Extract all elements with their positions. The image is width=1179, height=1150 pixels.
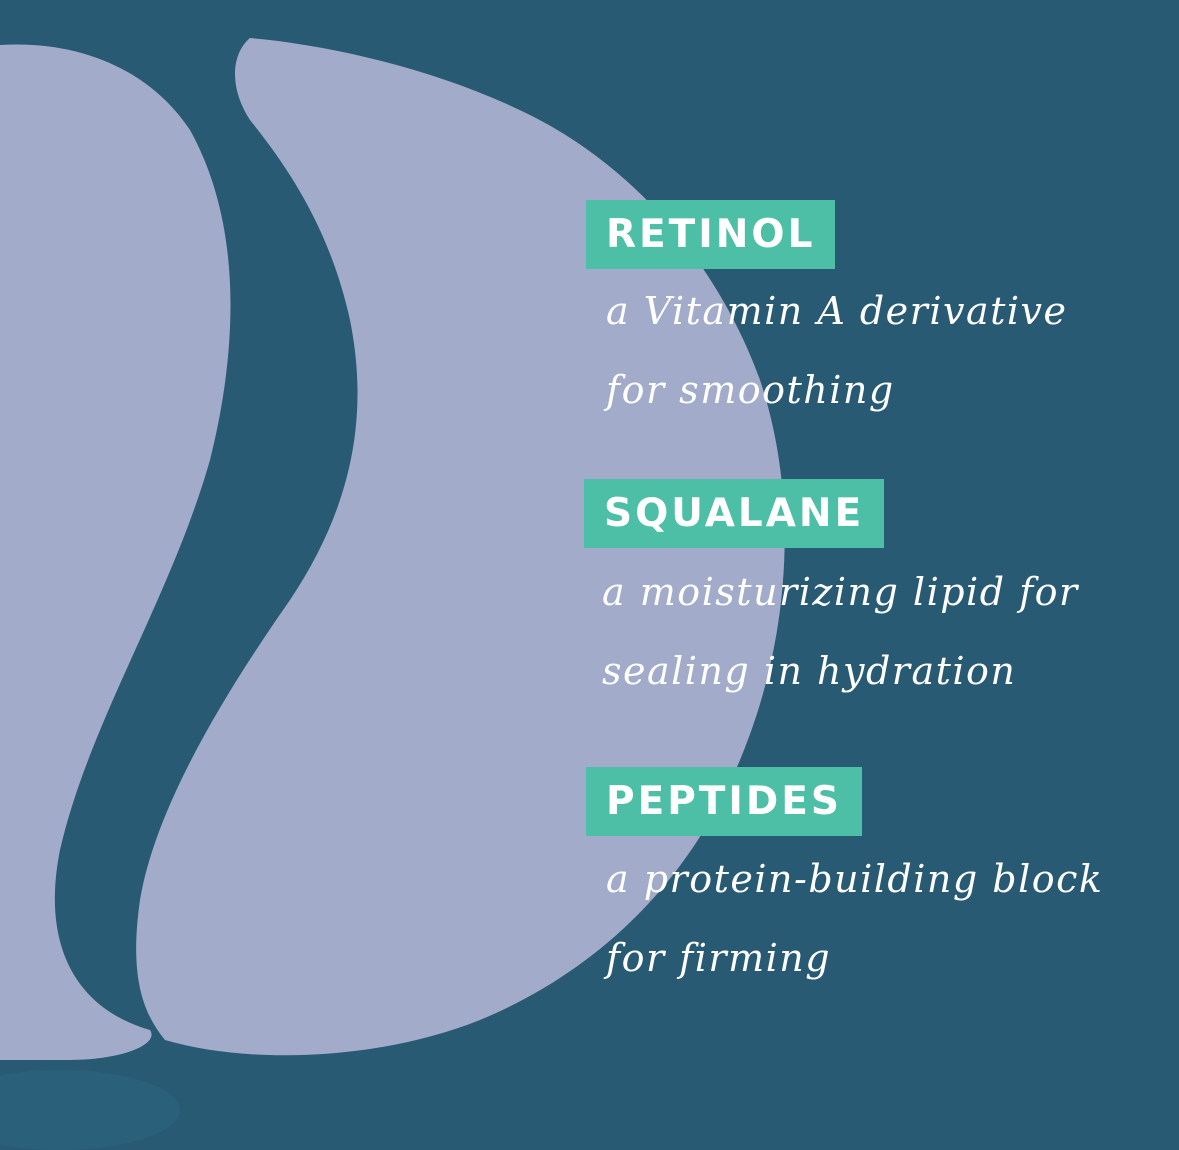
squalane-description-line-1: a moisturizing lipid for (602, 570, 1079, 614)
left-eye-patch (0, 44, 231, 1060)
retinol-description: a Vitamin A derivative for smoothing (606, 272, 1176, 430)
retinol-label: RETINOL (586, 200, 836, 269)
retinol-description-line-1: a Vitamin A derivative (606, 289, 1068, 333)
peptides-label: PEPTIDES (586, 767, 863, 836)
peptides-description: a protein-building block for firming (606, 840, 1176, 998)
retinol-description-line-2: for smoothing (606, 368, 895, 412)
peptides-description-line-2: for firming (606, 936, 832, 980)
squalane-label: SQUALANE (584, 479, 885, 548)
squalane-description-line-2: sealing in hydration (602, 649, 1017, 693)
peptides-description-line-1: a protein-building block (606, 857, 1104, 901)
squalane-description: a moisturizing lipid for sealing in hydr… (602, 553, 1172, 711)
floor-reflection (0, 1070, 180, 1150)
